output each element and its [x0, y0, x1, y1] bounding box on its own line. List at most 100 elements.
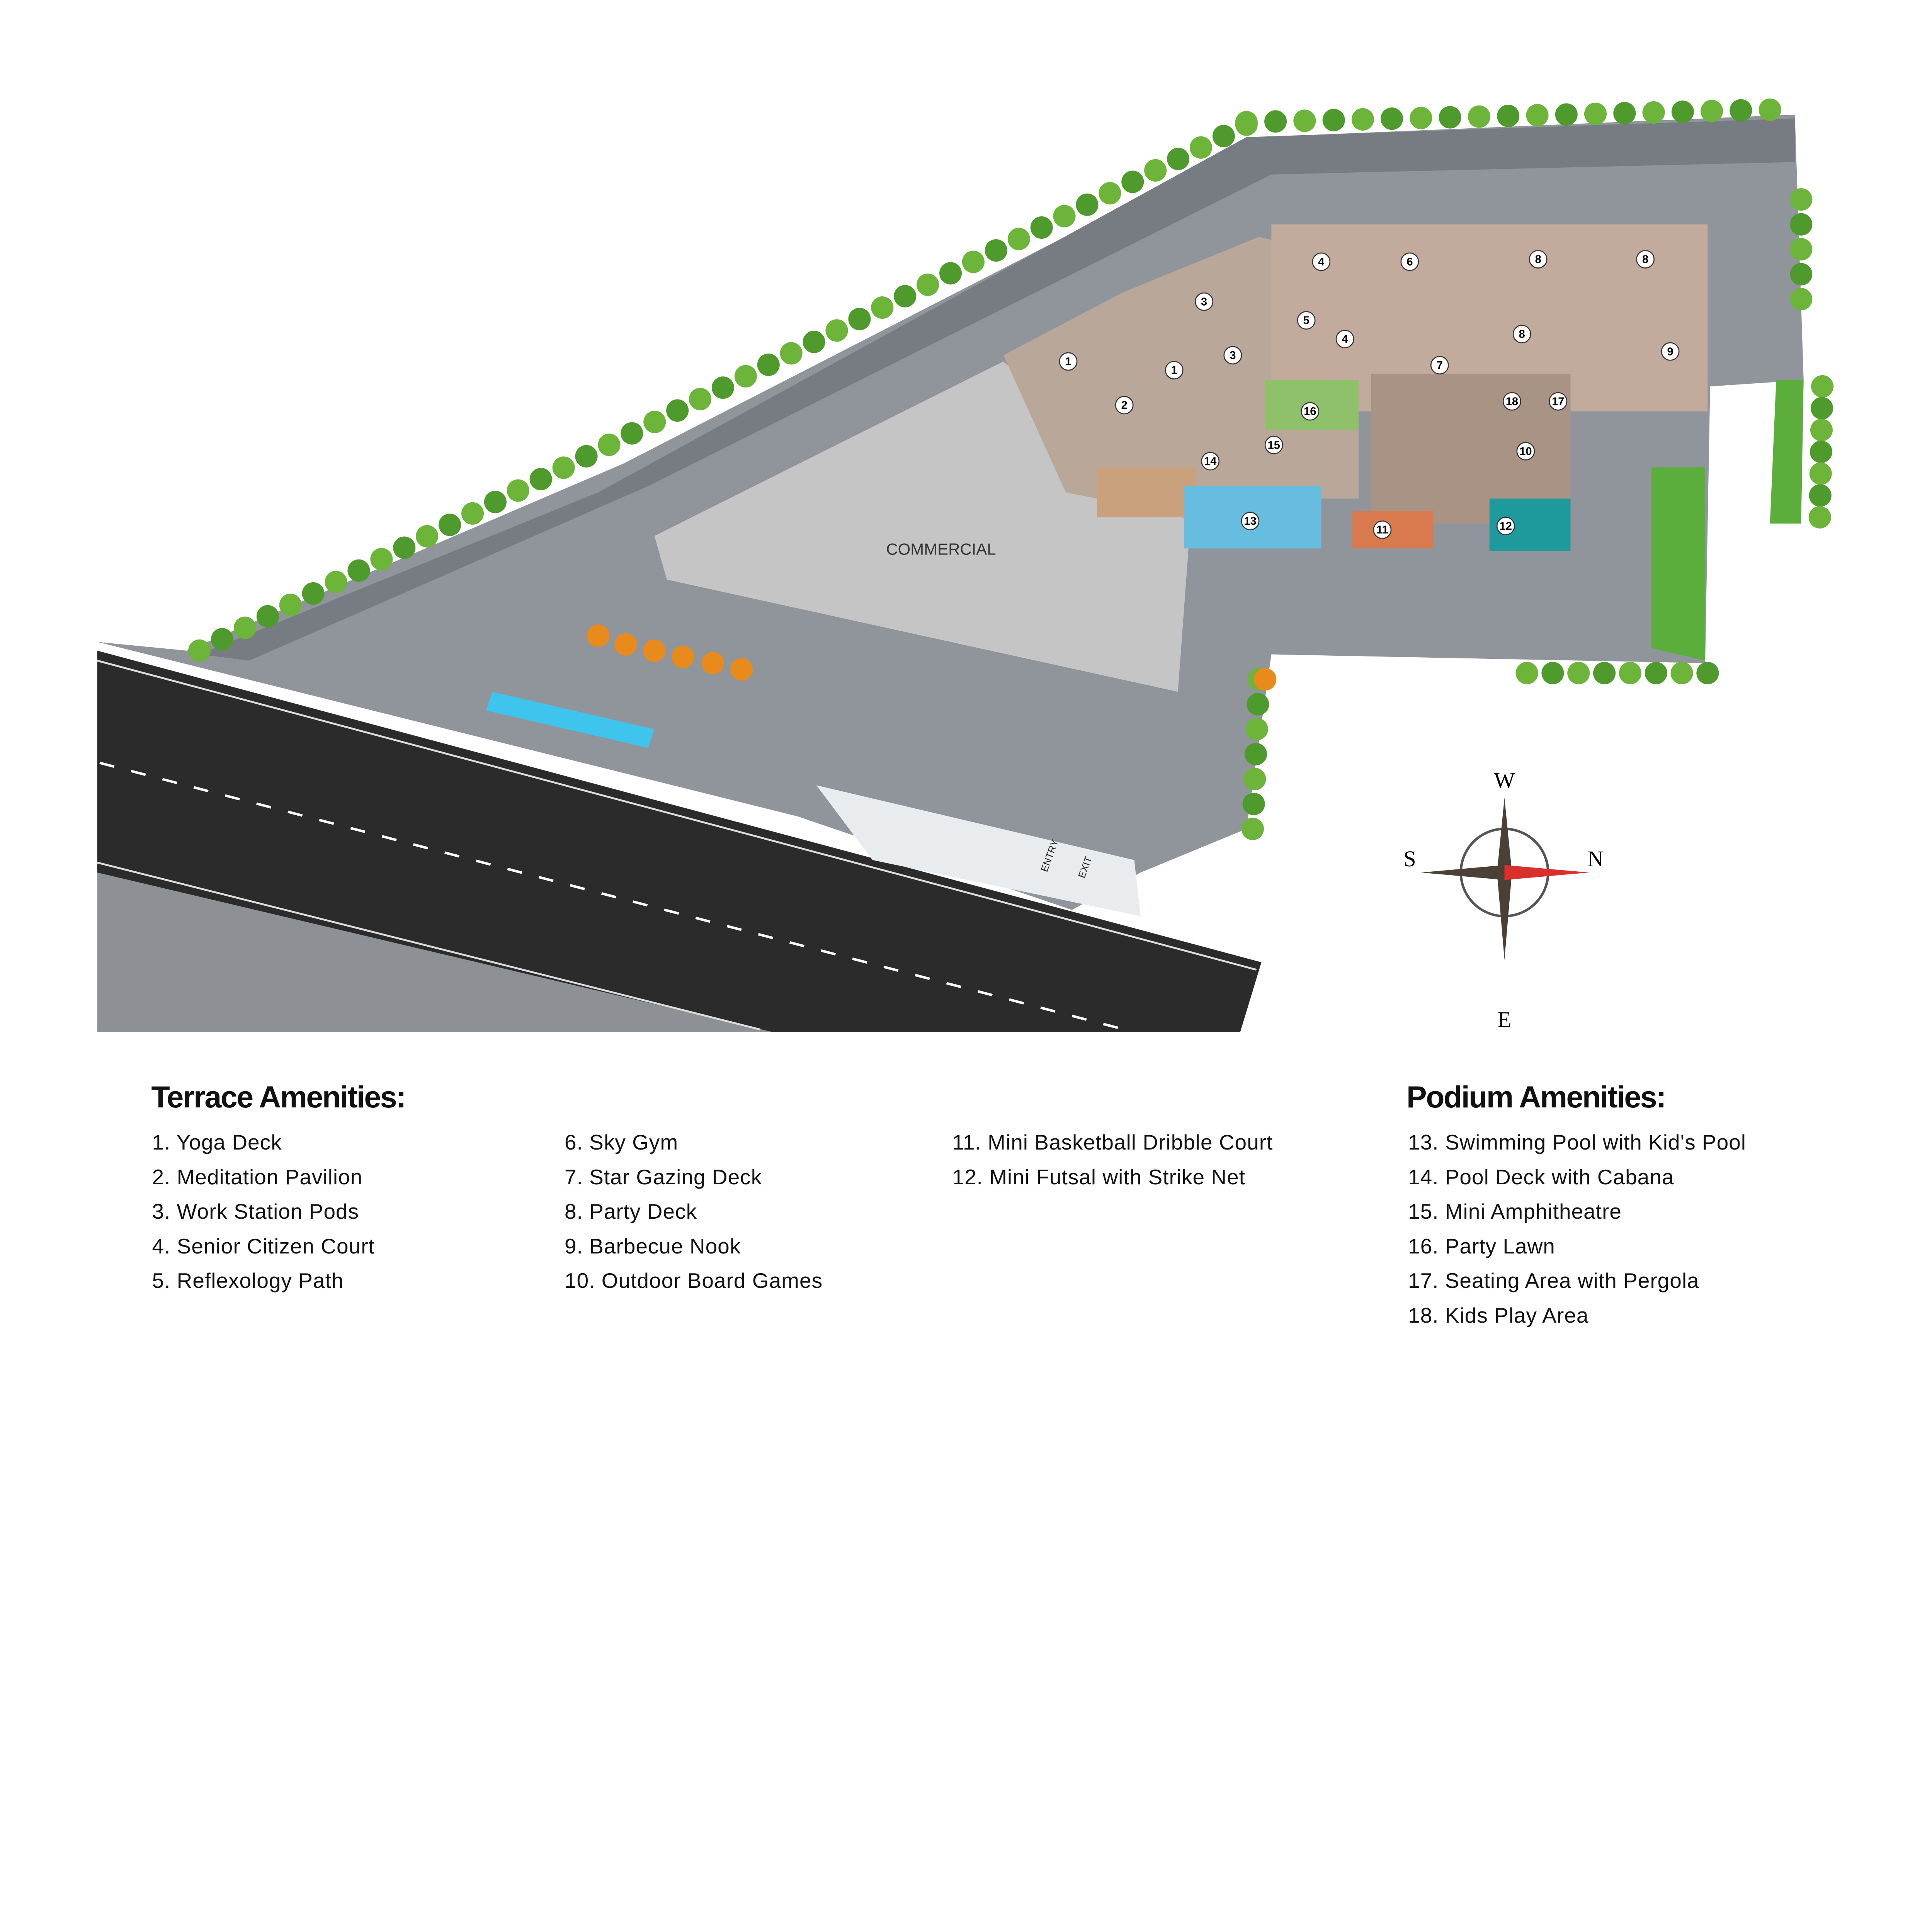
road-edge-line — [97, 660, 1257, 971]
tree-icon — [1645, 662, 1667, 684]
tree-icon — [211, 628, 234, 651]
tree-icon — [621, 422, 643, 445]
entry-ramp — [816, 785, 1141, 916]
tree-icon — [780, 342, 803, 365]
terrace-amenities-title: Terrace Amenities: — [151, 1079, 406, 1114]
marker-circle — [1264, 435, 1283, 454]
tree-icon — [1790, 213, 1813, 236]
tree-icon — [1410, 107, 1432, 129]
marker-number: 17 — [1552, 395, 1564, 408]
compass: W S N E — [1403, 768, 1604, 1032]
marker-circle — [1059, 352, 1078, 371]
tree-icon — [1189, 136, 1213, 159]
marker-circle — [1430, 356, 1449, 375]
tree-icon — [1809, 484, 1832, 507]
amenity-marker: 14 — [1201, 452, 1220, 471]
tree-icon — [1497, 104, 1520, 128]
amenity-marker: 8 — [1512, 325, 1531, 344]
tree-line — [188, 98, 1834, 840]
marker-number: 4 — [1318, 256, 1324, 268]
tree-icon — [1468, 105, 1490, 128]
tree-icon — [1242, 793, 1265, 815]
tree-icon — [757, 354, 780, 376]
tree-icon — [1790, 238, 1813, 261]
tree-icon — [1619, 662, 1641, 684]
tree-icon — [302, 582, 325, 605]
tree-icon — [598, 434, 621, 456]
tree-icon — [1144, 159, 1167, 182]
amenity-marker: 9 — [1661, 342, 1680, 361]
tree-icon — [439, 514, 461, 536]
amenity-marker: 7 — [1430, 356, 1449, 375]
terrace-legend-col-1: 1. Yoga Deck 2. Meditation Pavilion 3. W… — [152, 1128, 375, 1301]
tree-icon — [529, 468, 552, 491]
marker-number: 16 — [1304, 405, 1316, 418]
compass-south: S — [1403, 846, 1416, 871]
marker-circle — [1312, 252, 1331, 271]
legend-item: 16. Party Lawn — [1408, 1234, 1555, 1258]
legend-item: 1. Yoga Deck — [152, 1130, 282, 1154]
pool-deck — [1097, 467, 1197, 517]
marker-circle — [1512, 325, 1531, 344]
tree-icon — [1670, 662, 1693, 684]
tree-icon — [1244, 743, 1267, 765]
tree-icon — [1167, 148, 1190, 170]
road-edge-line — [97, 861, 761, 1031]
marker-circle — [1195, 292, 1213, 311]
tree-icon — [484, 491, 507, 514]
tree-icon — [1790, 263, 1813, 286]
marker-circle — [1549, 392, 1568, 411]
tree-icon — [1121, 170, 1144, 193]
tree-icon — [1671, 100, 1694, 123]
tree-icon — [803, 330, 825, 353]
tree-icon — [1235, 111, 1258, 134]
tree-icon — [689, 388, 712, 410]
tree-icon — [1593, 662, 1616, 684]
compass-north: N — [1587, 846, 1604, 871]
marker-number: 6 — [1406, 256, 1413, 268]
tree-icon — [1264, 110, 1287, 133]
tree-icon — [188, 639, 211, 662]
tree-icon — [666, 399, 689, 422]
tree-icon — [894, 285, 917, 308]
legend-item: 12. Mini Futsal with Strike Net — [952, 1165, 1245, 1189]
tree-icon — [1241, 818, 1264, 840]
tree-icon — [1322, 109, 1345, 131]
orange-tree-icon — [672, 645, 694, 668]
tree-icon — [939, 262, 962, 285]
legend-item: 15. Mini Amphitheatre — [1408, 1199, 1622, 1223]
amenity-marker: 12 — [1496, 517, 1515, 536]
side-lawn — [1651, 467, 1705, 661]
marker-circle — [1165, 361, 1184, 379]
marker-number: 1 — [1171, 364, 1177, 377]
marker-number: 13 — [1244, 515, 1256, 527]
tree-icon — [393, 536, 416, 559]
orange-tree-icon — [614, 633, 637, 656]
amenity-marker: 17 — [1549, 392, 1568, 411]
marker-circle — [1636, 250, 1655, 269]
commercial-label: COMMERCIAL — [886, 540, 996, 558]
side-lawn — [1770, 380, 1804, 524]
tree-icon — [1567, 662, 1590, 684]
tree-icon — [1808, 506, 1831, 529]
marker-circle — [1373, 520, 1392, 539]
tree-icon — [1439, 106, 1461, 129]
orange-tree-icon — [1254, 668, 1277, 691]
marker-circle — [1503, 392, 1521, 411]
tree-icon — [1642, 101, 1665, 124]
driveway — [199, 118, 1795, 661]
legend-item: 7. Star Gazing Deck — [565, 1165, 762, 1189]
amenity-marker: 2 — [1115, 396, 1134, 415]
amenity-marker: 11 — [1373, 520, 1392, 539]
tree-icon — [1351, 108, 1374, 131]
tree-icon — [325, 571, 347, 594]
tree-icon — [734, 365, 757, 388]
legend-item: 13. Swimming Pool with Kid's Pool — [1408, 1130, 1746, 1154]
tree-icon — [848, 308, 871, 330]
amenity-marker: 16 — [1301, 402, 1320, 421]
compass-needle-west — [1421, 865, 1505, 880]
marker-circle — [1201, 452, 1220, 471]
marker-number: 1 — [1065, 355, 1071, 368]
